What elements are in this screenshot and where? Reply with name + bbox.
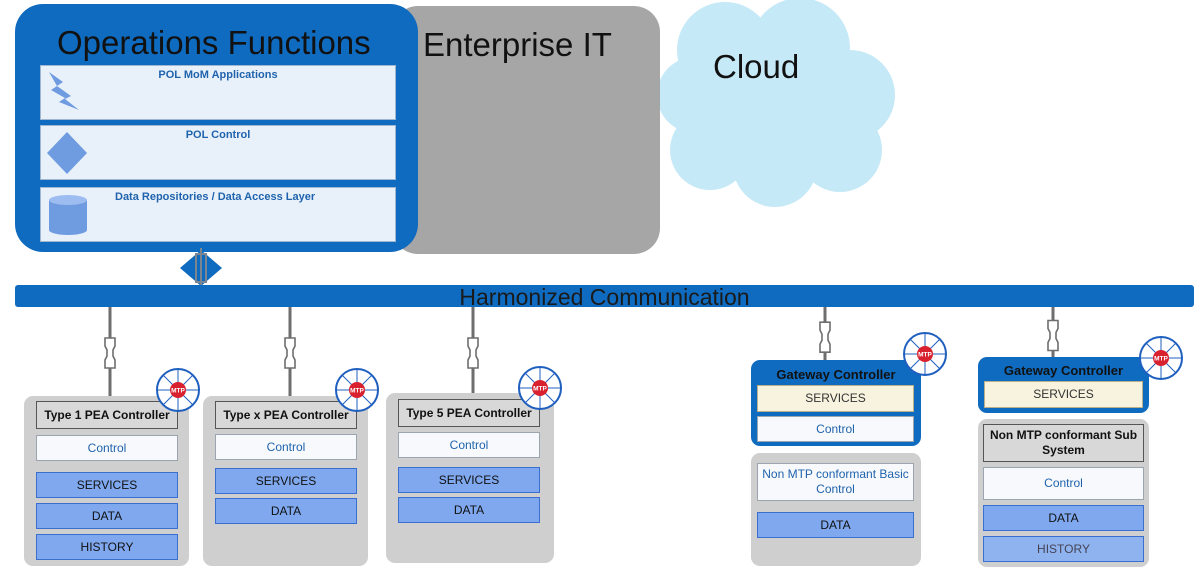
control-box: Control [215, 434, 357, 460]
cloud-title: Cloud [713, 48, 800, 85]
non-mtp-basic-control-box: Non MTP conformant Basic Control [757, 463, 914, 501]
bus-label: Harmonized Communication [459, 284, 750, 310]
mtp-badge-icon: MTP [1139, 336, 1183, 380]
mtp-badge-icon: MTP [335, 368, 379, 412]
gateway-title: Gateway Controller [776, 367, 896, 382]
plug-connector-icon [467, 307, 479, 393]
services-box: SERVICES [36, 472, 178, 498]
enterprise-title: Enterprise IT [423, 26, 612, 63]
plug-connector-icon [1047, 307, 1059, 357]
database-icon [49, 195, 87, 235]
gateway-title: Gateway Controller [1003, 363, 1124, 378]
mtp-badge-label: MTP [1154, 356, 1168, 363]
services-box: SERVICES [215, 468, 357, 494]
mtp-badge-label: MTP [171, 388, 185, 395]
data-box: DATA [398, 497, 540, 523]
control-box: Control [757, 416, 914, 442]
control-box: Control [36, 435, 178, 461]
mtp-badge-label: MTP [533, 386, 547, 393]
control-box: Control [398, 432, 540, 458]
cloud-shape [657, 0, 895, 207]
lightning-icon [49, 72, 79, 110]
services-box: SERVICES [757, 385, 914, 412]
services-box: SERVICES [398, 467, 540, 493]
plug-connector-icon [104, 307, 116, 396]
pea-title: Type 5 PEA Controller [398, 399, 540, 427]
layer-pol-mom-applications: POL MoM Applications [40, 65, 396, 120]
data-box: DATA [983, 505, 1144, 531]
layer-data-repositories: Data Repositories / Data Access Layer [40, 187, 396, 242]
plug-connector-icon [284, 307, 296, 396]
diamond-icon [47, 132, 87, 174]
layer-label: POL Control [185, 129, 251, 141]
data-box: DATA [215, 498, 357, 524]
pea-title: Type 1 PEA Controller [36, 401, 178, 429]
plug-connector-icon [819, 307, 831, 360]
layer-label: POL MoM Applications [158, 69, 278, 81]
layer-label: Data Repositories / Data Access Layer [115, 191, 316, 203]
mtp-badge-icon: MTP [156, 368, 200, 412]
connector-plug-icon [180, 248, 222, 288]
subsystem-title: Non MTP conformant Sub System [983, 424, 1144, 462]
mtp-badge-icon: MTP [518, 366, 562, 410]
layer-pol-control: POL Control [40, 125, 396, 180]
control-box: Control [983, 467, 1144, 500]
enterprise-it-block [392, 6, 660, 254]
operations-title: Operations Functions [57, 24, 371, 61]
data-box: DATA [36, 503, 178, 529]
mtp-badge-icon: MTP [903, 332, 947, 376]
harmonized-communication-bus: Harmonized Communication [15, 284, 1194, 310]
history-box: HISTORY [983, 536, 1144, 562]
mtp-badge-label: MTP [918, 352, 932, 359]
history-box: HISTORY [36, 534, 178, 560]
data-box: DATA [757, 512, 914, 538]
services-box: SERVICES [984, 381, 1143, 408]
mtp-badge-label: MTP [350, 388, 364, 395]
pea-title: Type x PEA Controller [215, 401, 357, 429]
